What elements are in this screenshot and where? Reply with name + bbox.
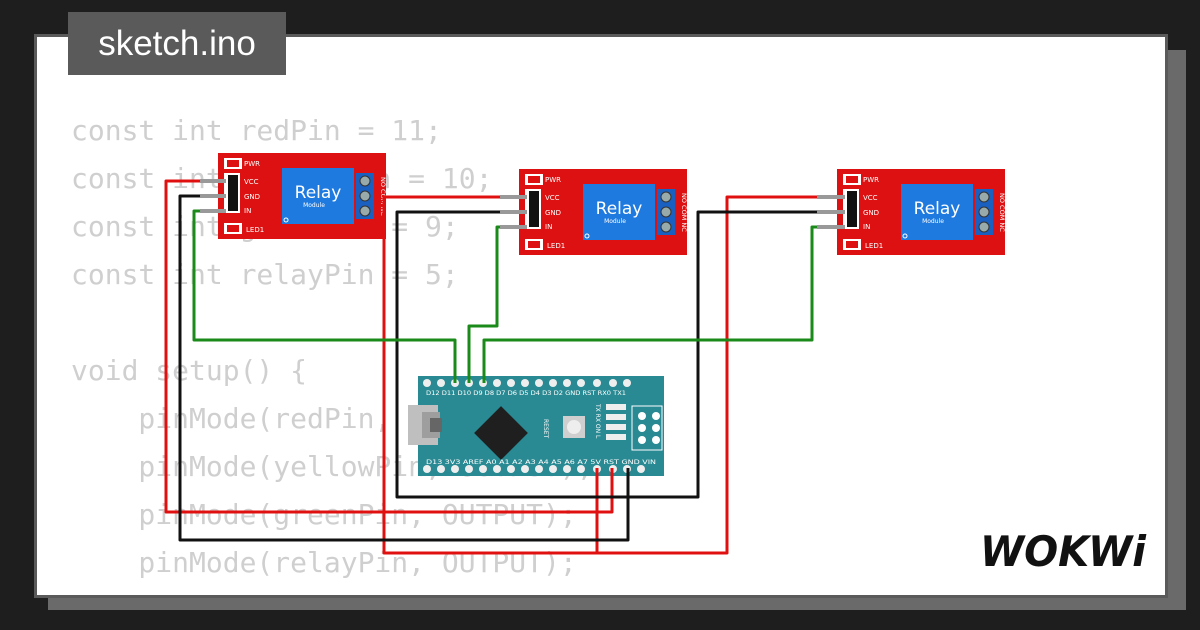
- in-label: IN: [863, 223, 870, 231]
- relay-name: Relay: [914, 199, 961, 219]
- in-label: IN: [244, 207, 251, 215]
- wire-in-relay3: [482, 225, 817, 383]
- wire-in-relay1: [192, 209, 457, 383]
- vcc-label: VCC: [863, 194, 878, 202]
- vcc-label: VCC: [244, 178, 259, 186]
- relay-subtitle: Module: [922, 218, 944, 225]
- wires: [164, 179, 817, 555]
- vcc-label: VCC: [545, 194, 560, 202]
- header-pin-stubs: [200, 179, 845, 229]
- terminal-labels: NO COM NC: [998, 193, 1006, 232]
- wire-in-relay2: [467, 225, 500, 383]
- wire-gnd-relay3: [628, 210, 817, 499]
- wire-vcc-relay3: [597, 195, 817, 555]
- top-pin-labels: D12 D11 D10 D9 D8 D7 D6 D5 D4 D3 D2 GND …: [426, 390, 626, 397]
- wire-gnd-relay2: [395, 210, 628, 499]
- wire-vcc-relay2: [382, 195, 599, 555]
- relay-module-2: PWR VCC GND IN LED1 Relay Module NO COM …: [518, 168, 688, 256]
- pwr-label: PWR: [244, 160, 260, 168]
- relay-module-3: PWR VCC GND IN LED1 Relay Module NO COM …: [836, 168, 1006, 256]
- led-label: LED1: [865, 242, 883, 250]
- relay-module-1: PWR VCC GND IN LED1 Relay Module NO COM …: [217, 152, 387, 240]
- bottom-header-pins: [423, 465, 645, 473]
- code-line: pinMode(greenPin, OUTPUT);: [71, 498, 577, 531]
- relay-name: Relay: [596, 199, 643, 219]
- gnd-label: GND: [863, 209, 879, 217]
- brand-name: WOKWi: [980, 527, 1147, 576]
- led-labels: TX RX ON L: [594, 403, 601, 439]
- led-label: LED1: [246, 226, 264, 234]
- wokwi-logo: WOKWi: [980, 527, 1147, 576]
- code-line: const int redPin = 11;: [71, 114, 442, 147]
- pwr-label: PWR: [863, 176, 879, 184]
- relay-subtitle: Module: [604, 218, 626, 225]
- code-line: const int relayPin = 5;: [71, 258, 459, 291]
- code-line: }: [71, 587, 594, 595]
- in-label: IN: [545, 223, 552, 231]
- relay-name: Relay: [295, 183, 342, 203]
- reset-label: RESET: [542, 419, 549, 439]
- sketch-title: sketch.ino: [68, 12, 286, 75]
- bottom-pin-labels: D13 3V3 AREF A0 A1 A2 A3 A4 A5 A6 A7 5V …: [426, 459, 656, 466]
- arduino-nano: RESET TX RX ON L D12 D11 D10 D9 D8 D7 D6…: [408, 376, 664, 476]
- gnd-label: GND: [545, 209, 561, 217]
- gnd-label: GND: [244, 193, 260, 201]
- pwr-label: PWR: [545, 176, 561, 184]
- relay-subtitle: Module: [303, 202, 325, 209]
- terminal-labels: NO COM NC: [680, 193, 688, 232]
- code-line: void setup() {: [71, 354, 308, 387]
- wire-gnd-relay1: [178, 194, 630, 542]
- led-label: LED1: [547, 242, 565, 250]
